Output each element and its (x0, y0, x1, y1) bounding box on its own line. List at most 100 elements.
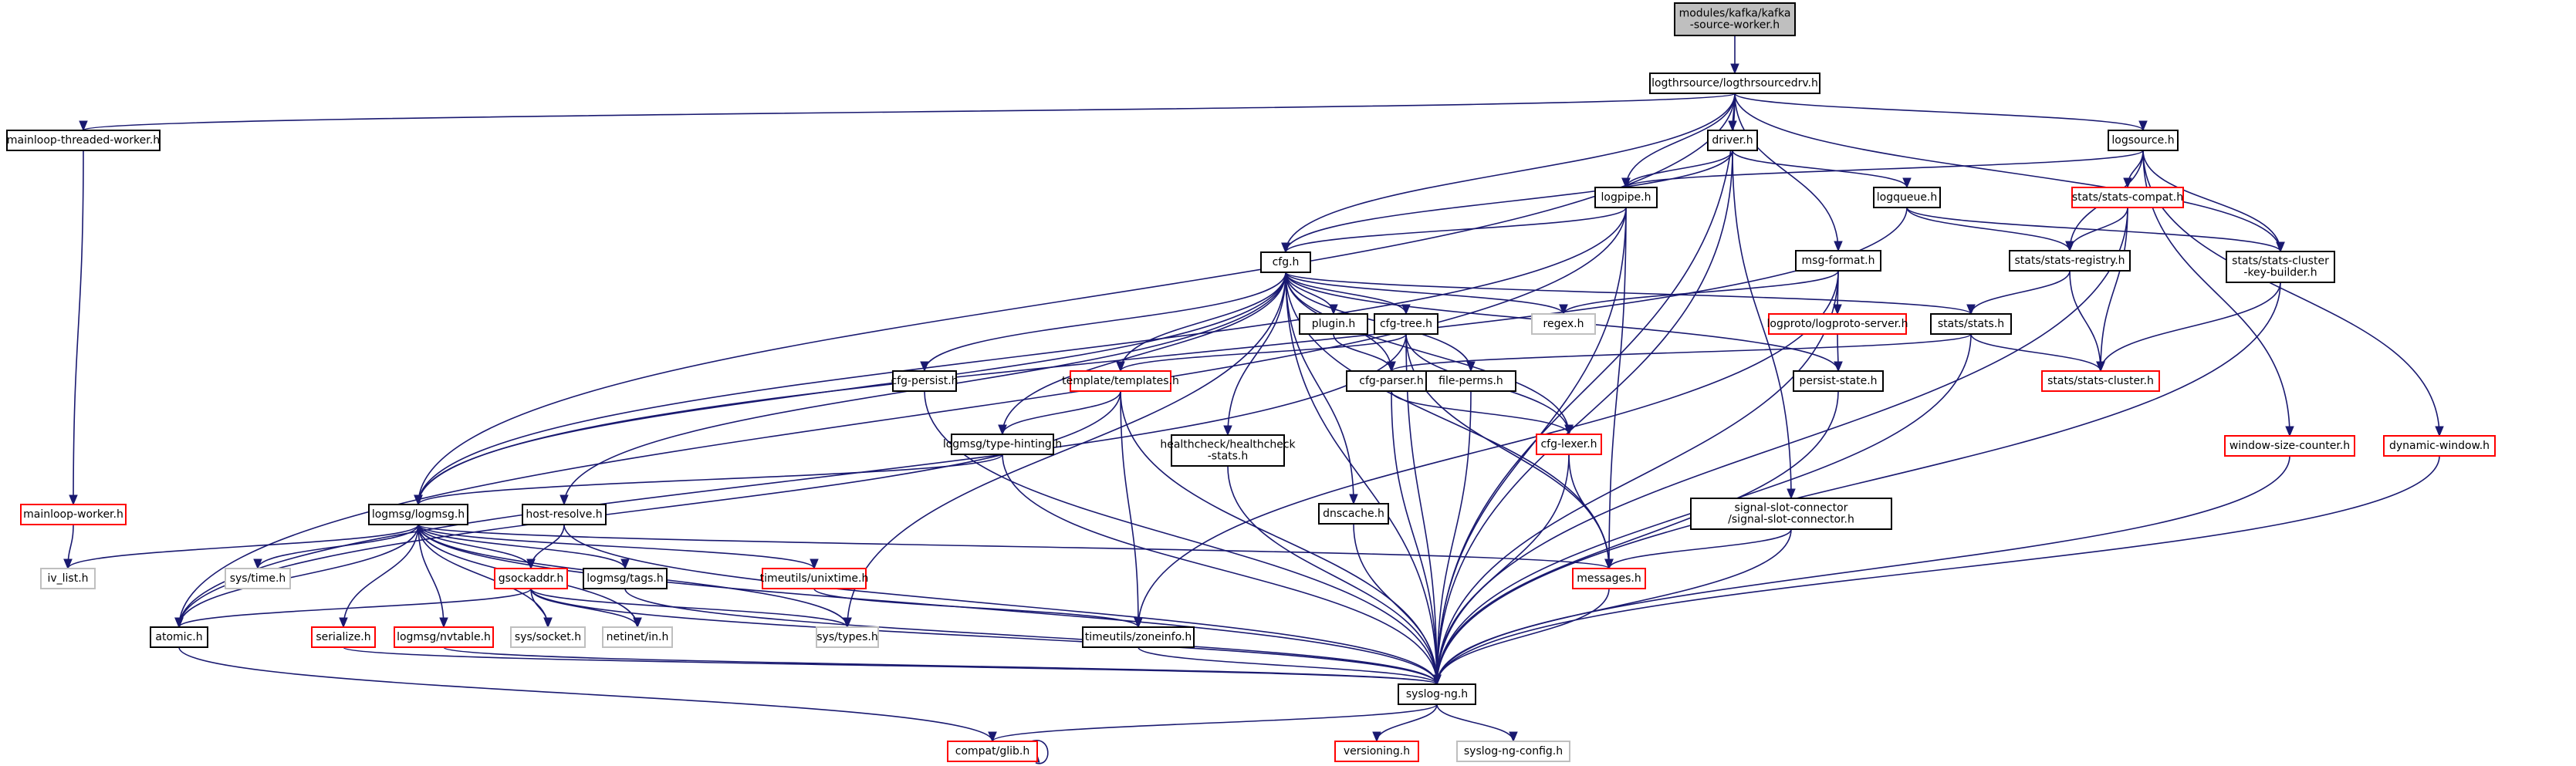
node-cfg-lexer[interactable]: cfg-lexer.h (1536, 434, 1602, 455)
node-box (1572, 568, 1646, 589)
edge-logmsg-to-unixtime (418, 524, 819, 570)
arrow-head-icon (69, 494, 78, 506)
edge-line (1285, 150, 1733, 253)
node-signal-slot-connector[interactable]: signal-slot-connector/signal-slot-connec… (1690, 498, 1892, 530)
node-stats-registry[interactable]: stats/stats-registry.h (2009, 250, 2131, 272)
node-stats[interactable]: stats/stats.h (1930, 313, 2012, 335)
edge-line (1285, 272, 1438, 685)
node-versioning[interactable]: versioning.h (1334, 741, 1419, 762)
node-messages[interactable]: messages.h (1572, 568, 1646, 589)
node-syslog-ng-config[interactable]: syslog-ng-config.h (1456, 741, 1570, 762)
node-sys-socket[interactable]: sys/socket.h (510, 626, 586, 648)
node-logmsg-tags[interactable]: logmsg/tags.h (583, 568, 668, 589)
node-serialize[interactable]: serialize.h (311, 626, 376, 648)
edge-logqueue-to-stats-cluster-key-builder (1906, 207, 2285, 253)
node-host-resolve[interactable]: host-resolve.h (522, 504, 607, 525)
node-box (522, 504, 607, 525)
node-msg-format[interactable]: msg-format.h (1795, 250, 1881, 272)
node-cfg-parser[interactable]: cfg-parser.h (1346, 370, 1437, 392)
node-unixtime[interactable]: timeutils/unixtime.h (760, 568, 869, 589)
edge-host-resolve-to-gsockaddr (526, 524, 565, 570)
node-gsockaddr[interactable]: gsockaddr.h (494, 568, 568, 589)
edge-line (1120, 272, 1286, 372)
node-label: template/templates.h (1062, 375, 1179, 387)
arrow-head-icon (526, 558, 536, 570)
node-cfg-tree[interactable]: cfg-tree.h (1374, 313, 1438, 335)
node-zoneinfo[interactable]: timeutils/zoneinfo.h (1082, 626, 1195, 648)
node-cfg[interactable]: cfg.h (1260, 251, 1311, 273)
node-stats-cluster-key-builder[interactable]: stats/stats-cluster-key-builder.h (2226, 251, 2335, 283)
edge-cfg-to-cfg-tree (1285, 272, 1411, 316)
node-netinet-in[interactable]: netinet/in.h (602, 626, 673, 648)
node-label: persist-state.h (1799, 375, 1877, 387)
node-sys-types[interactable]: sys/types.h (816, 626, 879, 648)
node-plugin[interactable]: plugin.h (1299, 313, 1368, 335)
edge-line (530, 524, 565, 569)
edge-driver-to-logqueue (1732, 150, 1912, 189)
node-root[interactable]: modules/kafka/kafka-source-worker.h (1674, 2, 1796, 36)
node-mainloop-threaded-worker[interactable]: mainloop-threaded-worker.h (6, 130, 161, 151)
node-nvtable[interactable]: logmsg/nvtable.h (394, 626, 494, 648)
node-healthcheck-stats[interactable]: healthcheck/healthcheck-stats.h (1160, 434, 1296, 467)
node-mainloop-worker[interactable]: mainloop-worker.h (20, 504, 127, 525)
arrow-head-icon (1604, 558, 1614, 570)
arrow-head-icon (339, 617, 348, 629)
node-label: cfg-tree.h (1380, 318, 1432, 330)
edge-syslog-ng-to-compat-glib (988, 704, 1438, 743)
edge-line (530, 588, 848, 628)
node-box (1082, 626, 1195, 648)
node-box (2071, 187, 2184, 208)
node-box (1674, 2, 1796, 36)
node-dynamic-window[interactable]: dynamic-window.h (2383, 435, 2496, 457)
node-label: syslog-ng-config.h (1464, 745, 1563, 758)
edge-logmsg-to-sys-time (253, 524, 419, 570)
edge-line (73, 150, 84, 505)
edge-root-to-logthrsourcedrv (1730, 35, 1739, 75)
node-templates[interactable]: template/templates.h (1062, 370, 1179, 392)
node-syslog-ng[interactable]: syslog-ng.h (1398, 683, 1476, 705)
edge-line (1608, 207, 1627, 569)
node-file-perms[interactable]: file-perms.h (1425, 370, 1516, 392)
node-logmsg[interactable]: logmsg/logmsg.h (368, 504, 468, 525)
node-logsource[interactable]: logsource.h (2108, 130, 2179, 151)
arrow-head-icon (1834, 241, 1843, 252)
node-label: iv_list.h (47, 572, 88, 585)
edge-line (1436, 455, 2290, 685)
edge-logqueue-to-logmsg (414, 207, 1908, 506)
node-label: sys/types.h (816, 631, 877, 643)
arrow-head-icon (1509, 731, 1518, 743)
edge-templates-to-type-hinting (998, 390, 1121, 436)
node-box (1594, 187, 1658, 208)
node-regex[interactable]: regex.h (1531, 313, 1596, 335)
node-sys-time[interactable]: sys/time.h (225, 568, 291, 589)
node-iv-list[interactable]: iv_list.h (40, 568, 96, 589)
edge-logthrsourcedrv-to-mainloop-threaded-worker (79, 93, 1736, 132)
node-logqueue[interactable]: logqueue.h (1873, 187, 1941, 208)
node-persist-state[interactable]: persist-state.h (1793, 370, 1884, 392)
node-box (1707, 130, 1758, 151)
node-label: gsockaddr.h (499, 572, 563, 585)
node-label: healthcheck/healthcheck (1160, 439, 1296, 451)
edge-signal-slot-connector-to-messages (1604, 528, 1792, 570)
edge-driver-to-logpipe (1621, 150, 1733, 189)
node-logthrsourcedrv[interactable]: logthrsource/logthrsourcedrv.h (1649, 73, 1820, 94)
node-driver[interactable]: driver.h (1707, 130, 1758, 151)
node-atomic[interactable]: atomic.h (150, 626, 208, 648)
node-logproto-server[interactable]: logproto/logproto-server.h (1767, 313, 1908, 335)
node-stats-cluster[interactable]: stats/stats-cluster.h (2041, 370, 2160, 392)
node-stats-compat[interactable]: stats/stats-compat.h (2071, 187, 2184, 208)
node-window-size-counter[interactable]: window-size-counter.h (2224, 435, 2355, 457)
node-cfg-persist[interactable]: cfg-persist.h (891, 370, 958, 392)
node-box (1260, 251, 1311, 273)
node-compat-glib[interactable]: compat/glib.h (947, 741, 1038, 762)
edge-logthrsourcedrv-to-logsource (1734, 93, 2148, 132)
node-type-hinting[interactable]: logmsg/type-hinting.h (943, 434, 1062, 455)
edge-line (1285, 272, 1354, 504)
node-dnscache[interactable]: dnscache.h (1318, 503, 1389, 525)
node-box (583, 568, 668, 589)
node-logpipe[interactable]: logpipe.h (1594, 187, 1658, 208)
node-box (1768, 313, 1907, 335)
node-label: stats/stats-cluster.h (2047, 375, 2154, 387)
node-box (892, 370, 957, 392)
edge-line (2100, 282, 2281, 372)
